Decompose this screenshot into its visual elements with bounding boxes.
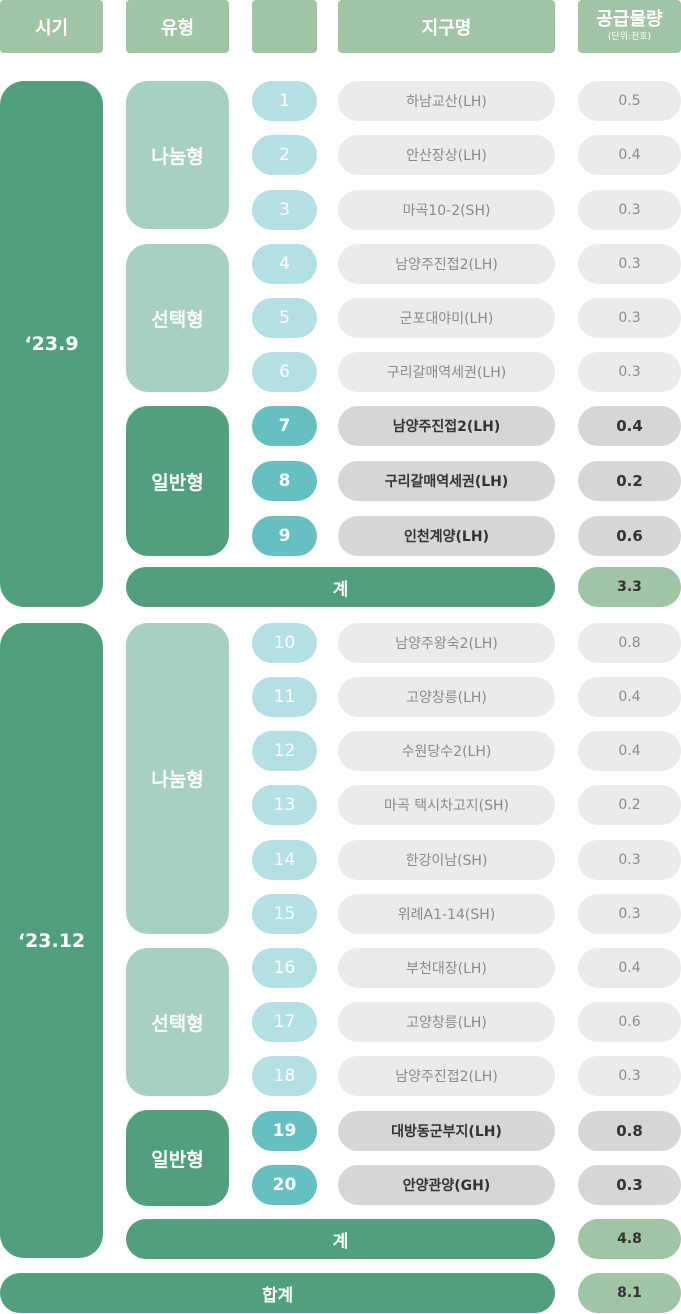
row-number: 6 [252, 352, 317, 392]
header-district: 지구명 [338, 0, 555, 53]
supply-amount: 0.3 [578, 190, 681, 230]
district-name: 남양주왕숙2(LH) [338, 623, 555, 663]
row-number: 19 [252, 1111, 317, 1151]
row-number: 12 [252, 731, 317, 771]
district-name: 위례A1-14(SH) [338, 894, 555, 934]
supply-amount: 0.4 [578, 406, 681, 446]
subtotal-amount: 3.3 [578, 567, 681, 607]
district-name: 남양주진접2(LH) [338, 244, 555, 284]
grand-total-label: 합계 [0, 1273, 555, 1313]
period-2023-09: ‘23.9 [0, 81, 103, 607]
row-number: 16 [252, 948, 317, 988]
row-number: 10 [252, 623, 317, 663]
header-type: 유형 [126, 0, 229, 53]
type-sharing: 나눔형 [126, 623, 229, 934]
supply-amount: 0.8 [578, 623, 681, 663]
row-number: 5 [252, 298, 317, 338]
supply-amount: 0.5 [578, 81, 681, 121]
supply-amount: 0.3 [578, 1056, 681, 1096]
supply-amount: 0.4 [578, 948, 681, 988]
district-name: 한강이남(SH) [338, 840, 555, 880]
supply-amount: 0.2 [578, 785, 681, 825]
district-name: 부천대장(LH) [338, 948, 555, 988]
period-2023-12: ‘23.12 [0, 623, 103, 1258]
row-number: 1 [252, 81, 317, 121]
header-supply-label: 공급물량 [596, 9, 663, 31]
district-name: 대방동군부지(LH) [338, 1111, 555, 1151]
district-name: 안양관양(GH) [338, 1165, 555, 1205]
district-name: 남양주진접2(LH) [338, 1056, 555, 1096]
row-number: 17 [252, 1002, 317, 1042]
district-name: 구리갈매역세권(LH) [338, 461, 555, 501]
district-name: 인천계양(LH) [338, 516, 555, 556]
district-name: 구리갈매역세권(LH) [338, 352, 555, 392]
district-name: 고양창릉(LH) [338, 1002, 555, 1042]
district-name: 마곡 택시차고지(SH) [338, 785, 555, 825]
row-number: 8 [252, 461, 317, 501]
header-period: 시기 [0, 0, 103, 53]
row-number: 7 [252, 406, 317, 446]
row-number: 20 [252, 1165, 317, 1205]
row-number: 9 [252, 516, 317, 556]
row-number: 13 [252, 785, 317, 825]
row-number: 14 [252, 840, 317, 880]
district-name: 안산장상(LH) [338, 135, 555, 175]
row-number: 3 [252, 190, 317, 230]
supply-amount: 0.6 [578, 1002, 681, 1042]
header-supply: 공급물량 (단위:천호) [578, 0, 681, 53]
district-name: 군포대야미(LH) [338, 298, 555, 338]
district-name: 수원당수2(LH) [338, 731, 555, 771]
subtotal-amount: 4.8 [578, 1219, 681, 1259]
row-number: 2 [252, 135, 317, 175]
supply-amount: 0.8 [578, 1111, 681, 1151]
supply-amount: 0.4 [578, 731, 681, 771]
district-name: 마곡10-2(SH) [338, 190, 555, 230]
supply-amount: 0.3 [578, 894, 681, 934]
supply-amount: 0.4 [578, 677, 681, 717]
row-number: 15 [252, 894, 317, 934]
supply-amount: 0.3 [578, 840, 681, 880]
type-sharing: 나눔형 [126, 81, 229, 229]
type-choice: 선택형 [126, 948, 229, 1096]
row-number: 18 [252, 1056, 317, 1096]
district-name: 남양주진접2(LH) [338, 406, 555, 446]
supply-amount: 0.2 [578, 461, 681, 501]
supply-amount: 0.6 [578, 516, 681, 556]
type-choice: 선택형 [126, 244, 229, 392]
district-name: 하남교산(LH) [338, 81, 555, 121]
row-number: 11 [252, 677, 317, 717]
supply-amount: 0.3 [578, 352, 681, 392]
supply-amount: 0.3 [578, 1165, 681, 1205]
supply-amount: 0.4 [578, 135, 681, 175]
type-general: 일반형 [126, 406, 229, 556]
grand-total-amount: 8.1 [578, 1273, 681, 1313]
type-general: 일반형 [126, 1110, 229, 1206]
subtotal-label: 계 [126, 567, 555, 607]
supply-amount: 0.3 [578, 298, 681, 338]
header-supply-unit: (단위:천호) [607, 32, 652, 43]
header-number [252, 0, 317, 53]
row-number: 4 [252, 244, 317, 284]
district-name: 고양창릉(LH) [338, 677, 555, 717]
subtotal-label: 계 [126, 1219, 555, 1259]
supply-amount: 0.3 [578, 244, 681, 284]
